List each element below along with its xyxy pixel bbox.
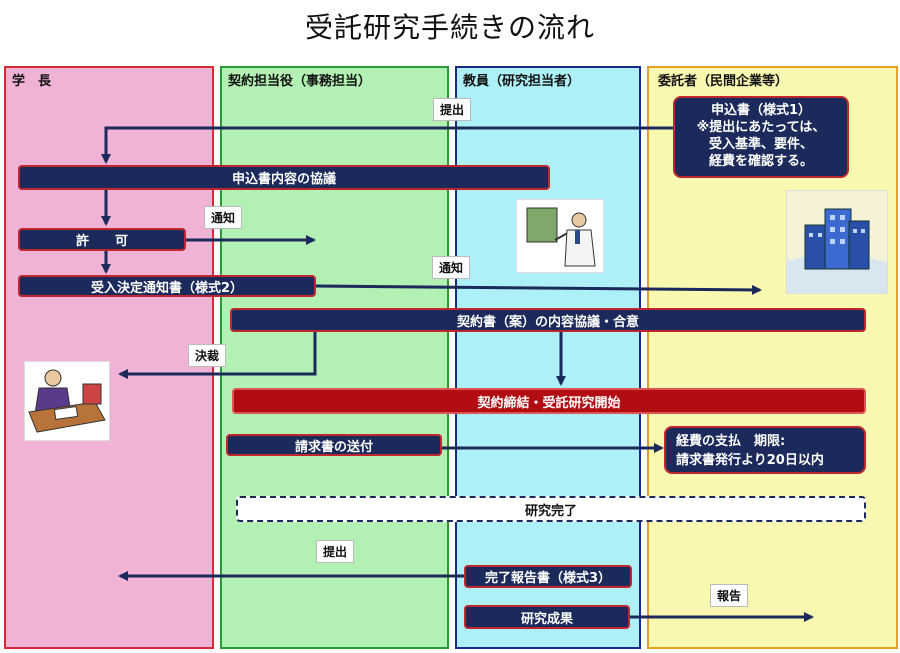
lane-label-president: 学 長 [12, 74, 52, 89]
building-illustration [786, 190, 888, 294]
tag-notice-2: 通知 [432, 256, 471, 279]
researcher-illustration [516, 199, 604, 273]
tag-report: 報告 [710, 584, 749, 607]
lane-label-client: 委託者（民間企業等） [658, 74, 789, 89]
step-consult: 申込書内容の協議 [18, 165, 550, 190]
arrow-decision-notice [315, 284, 762, 295]
arrow-approval [118, 331, 317, 379]
step-research-done: 研究完了 [236, 496, 866, 522]
page-title: 受託研究手続きの流れ [304, 11, 595, 44]
step-report-doc: 完了報告書（様式3） [464, 565, 632, 588]
lane-faculty [455, 66, 641, 649]
arrow-submit-application [101, 126, 675, 164]
application-form-box: 申込書（様式1） ※提出にあたっては、 受入基準、要件、 経費を確認する。 [673, 96, 849, 178]
step-permit: 許 可 [18, 228, 186, 251]
tag-submit-bottom: 提出 [316, 540, 355, 563]
president-illustration [24, 361, 110, 441]
step-invoice-send: 請求書の送付 [226, 434, 442, 456]
lane-label-contract: 契約担当役（事務担当） [228, 74, 372, 89]
step-contract-start: 契約締結・受託研究開始 [232, 388, 866, 414]
step-contract-consult: 契約書（案）の内容協議・合意 [230, 308, 866, 332]
lane-label-faculty: 教員（研究担当者） [463, 74, 581, 89]
step-decision-notice: 受入決定通知書（様式2） [18, 275, 316, 297]
tag-approval: 決裁 [188, 344, 227, 367]
payment-box: 経費の支払 期限: 請求書発行より20日以内 [664, 426, 866, 474]
tag-submit-top: 提出 [433, 98, 472, 121]
step-results: 研究成果 [464, 605, 630, 629]
tag-notice-1: 通知 [204, 206, 243, 229]
